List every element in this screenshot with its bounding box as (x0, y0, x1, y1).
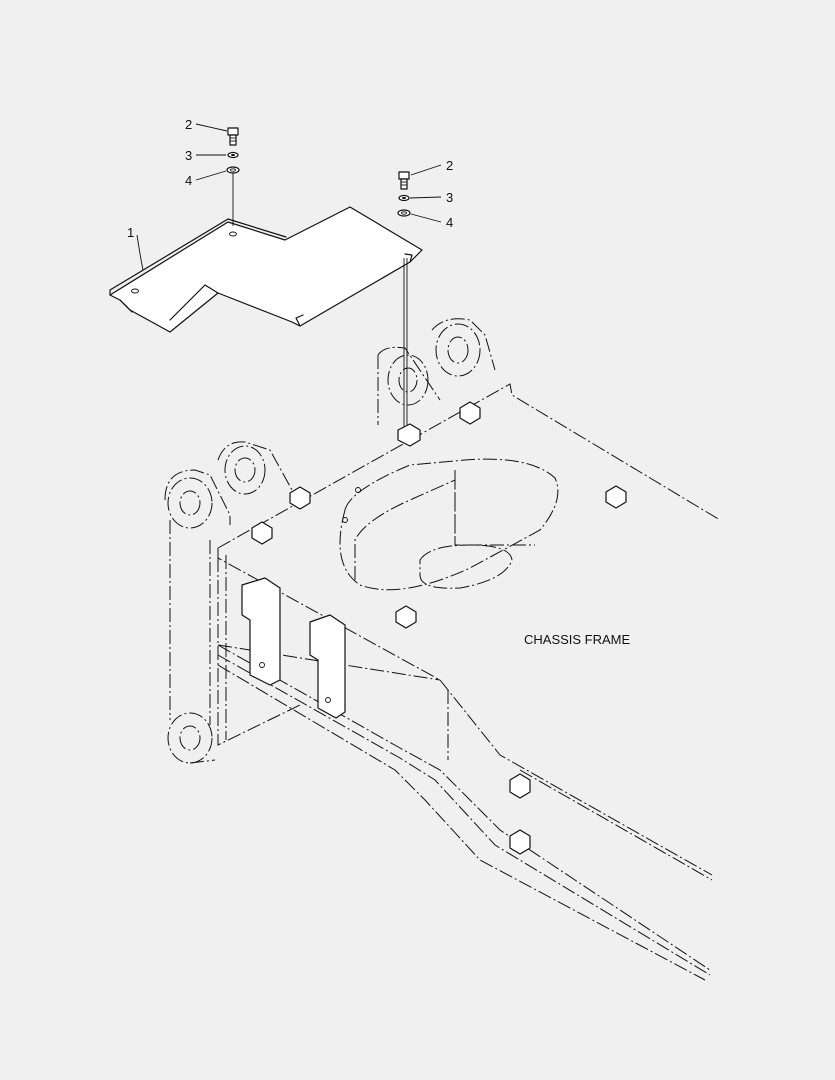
lock-washer-left-part-3 (227, 151, 239, 159)
callout-2-left: 2 (185, 117, 192, 132)
bolt-left-part-2 (227, 127, 239, 146)
lock-washer-right-part-3 (398, 194, 410, 202)
callout-2-right: 2 (446, 158, 453, 173)
flat-washer-left-part-4 (226, 166, 240, 174)
cover-plate-part-1 (109, 206, 423, 333)
bolt-right-part-2 (398, 171, 410, 190)
flat-washer-right-part-4 (397, 209, 411, 217)
callout-3-right: 3 (446, 190, 453, 205)
callout-4-right: 4 (446, 215, 453, 230)
callout-1: 1 (127, 225, 134, 240)
chassis-frame (164, 318, 721, 981)
callout-3-left: 3 (185, 148, 192, 163)
callout-4-left: 4 (185, 173, 192, 188)
chassis-frame-label: CHASSIS FRAME (524, 632, 631, 647)
callout-leaders (136, 123, 442, 271)
